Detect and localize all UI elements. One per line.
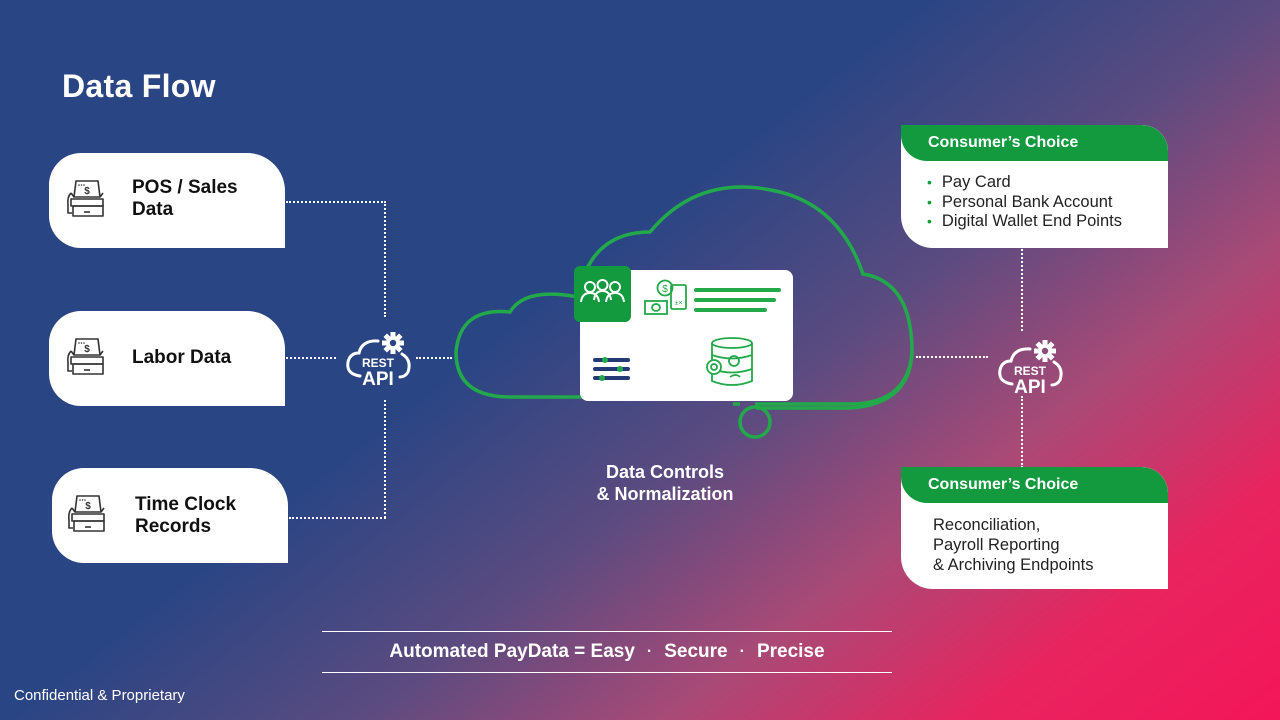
source-box-pos-sales: $ POS / Sales Data [49, 153, 285, 248]
connector-api-top [1021, 249, 1023, 331]
svg-text:$: $ [662, 284, 668, 295]
slide-title: Data Flow [62, 68, 216, 104]
source-label-line2: Data [132, 199, 174, 220]
output-header: Consumer’s Choice [901, 467, 1168, 503]
output-box-reporting: Consumer’s Choice Reconciliation, Payrol… [901, 467, 1168, 589]
people-icon [580, 279, 625, 303]
output-line: & Archiving Endpoints [933, 556, 1094, 574]
svg-text:API: API [1014, 377, 1046, 396]
svg-text:REST: REST [362, 356, 395, 370]
source-label-line2: Records [135, 516, 212, 537]
caption-line1: Data Controls [605, 462, 724, 482]
tagline-prefix: Automated PayData = Easy [389, 641, 635, 662]
database-gear-icon [706, 337, 753, 386]
source-label-line1: Time Clock [135, 494, 237, 515]
svg-text:API: API [362, 369, 394, 388]
svg-text:REST: REST [1014, 364, 1047, 378]
output-line: Payroll Reporting [933, 536, 1060, 554]
text-lines-icon [694, 288, 781, 312]
center-caption: Data Controls & Normalization [560, 461, 770, 505]
source-label-line1: POS / Sales [132, 177, 238, 198]
connector-time [289, 517, 386, 519]
source-box-labor: $ Labor Data [49, 311, 285, 406]
pos-terminal-icon: $ [68, 495, 105, 532]
connector-pos-vertical [384, 201, 386, 317]
output-header: Consumer’s Choice [901, 125, 1168, 161]
pos-terminal-icon: $ [67, 338, 104, 375]
footer-confidential: Confidential & Proprietary [14, 687, 185, 704]
pos-terminal-icon: $ [67, 180, 104, 217]
data-controls-card: $ ±× [574, 266, 793, 401]
tagline: Automated PayData = Easy · Secure · Prec… [322, 631, 892, 673]
connector-cloud-to-api [916, 356, 988, 358]
svg-text:$: $ [84, 186, 90, 197]
output-bullet: •Personal Bank Account [927, 192, 1113, 211]
caption-line2: & Normalization [596, 484, 734, 504]
output-bullet-list: •Pay Card •Personal Bank Account •Digita… [901, 161, 1168, 232]
tagline-secure: Secure [664, 641, 728, 662]
output-box-payment: Consumer’s Choice •Pay Card •Personal Ba… [901, 125, 1168, 248]
connector-api-bottom [1021, 396, 1023, 468]
connector-labor [286, 357, 336, 359]
output-line: Reconciliation, [933, 516, 1041, 534]
tagline-separator: · [646, 643, 653, 660]
connector-time-vertical [384, 400, 386, 518]
rest-api-icon: REST API [998, 340, 1063, 396]
money-calculator-icon: $ ±× [644, 279, 687, 315]
tagline-separator: · [739, 643, 745, 660]
output-description: Reconciliation, Payroll Reporting & Arch… [901, 503, 1168, 575]
output-bullet: •Pay Card [927, 173, 1011, 191]
svg-text:$: $ [84, 344, 90, 355]
svg-text:$: $ [85, 501, 91, 512]
rest-api-icon: REST API [346, 332, 411, 388]
source-label-line1: Labor Data [132, 347, 232, 368]
people-tile [574, 266, 631, 322]
output-bullet: •Digital Wallet End Points [927, 212, 1122, 230]
connector-api-to-cloud [416, 357, 452, 359]
connector-pos [286, 201, 386, 203]
tagline-precise: Precise [756, 641, 825, 662]
sliders-icon [593, 357, 630, 381]
source-box-time-clock: $ Time Clock Records [52, 468, 288, 563]
svg-text:±×: ±× [675, 300, 683, 307]
